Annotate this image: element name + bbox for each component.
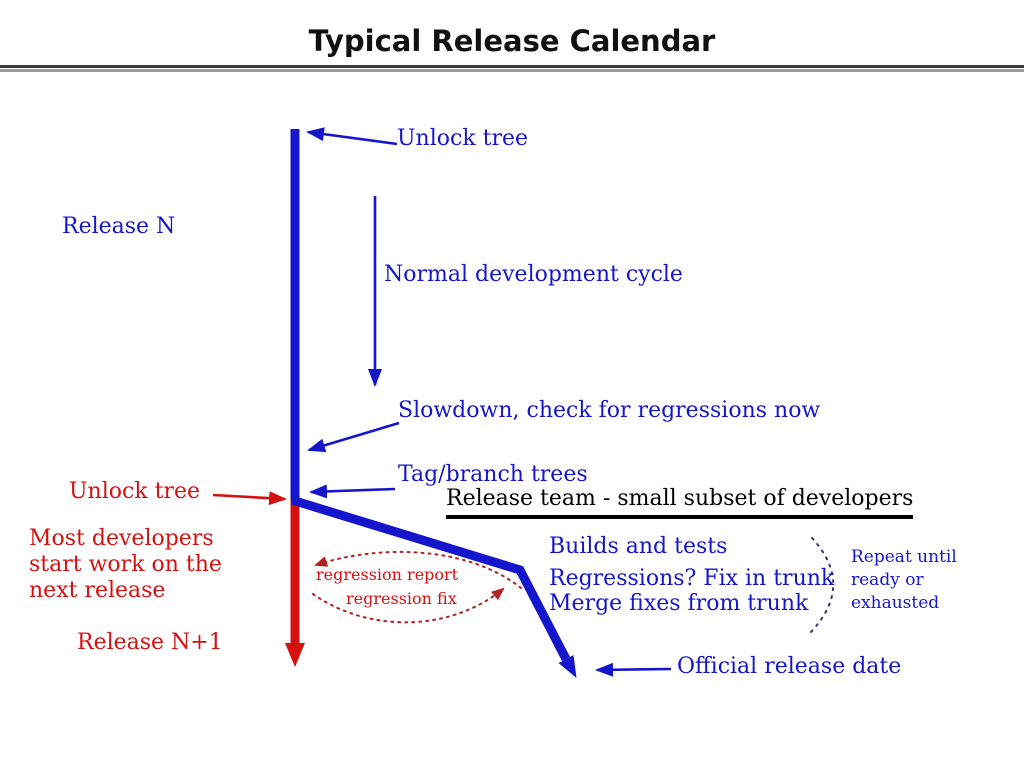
official-release-arrow [595,662,672,677]
label-regression-report: regression report [316,565,459,584]
title-divider [0,65,1024,72]
unlock-tree-top-arrow [306,127,398,146]
label-repeat-until-line-3: exhausted [851,593,940,613]
label-official-release-date: Official release date [677,654,902,679]
release-branch-arrowhead [558,655,577,678]
label-repeat-until-line-2: ready or [851,570,924,590]
release-branch-line [290,495,570,662]
regression-report-arc [314,550,522,589]
label-most-developers-line-1: Most developers [29,526,214,551]
label-unlock-tree-bottom: Unlock tree [69,479,201,504]
label-normal-dev-cycle: Normal development cycle [384,262,683,287]
slowdown-arrow [307,421,400,453]
label-slowdown: Slowdown, check for regressions now [398,398,821,423]
label-most-developers-line-2: start work on the [29,552,222,577]
label-unlock-tree-top: Unlock tree [397,126,529,151]
label-repeat-until-line-1: Repeat until [851,547,957,567]
label-most-developers: Most developers start work on the next r… [29,526,222,604]
label-regressions-fix: Regressions? Fix in trunk [549,566,835,591]
repeat-cycle-arc [808,537,835,635]
label-tag-branch: Tag/branch trees [398,462,588,487]
release-n1-arrowhead [285,643,305,667]
label-builds-and-tests: Builds and tests [549,534,728,559]
label-release-n-plus-1: Release N+1 [77,630,223,655]
label-repeat-until: Repeat until ready or exhausted [851,546,957,615]
label-release-team: Release team - small subset of developer… [446,486,914,519]
label-merge-fixes: Merge fixes from trunk [549,591,809,616]
unlock-tree-bottom-arrow [212,491,287,506]
label-most-developers-line-3: next release [29,578,166,603]
page-title: Typical Release Calendar [308,24,716,58]
label-regression-fix: regression fix [346,589,457,608]
label-release-n: Release N [62,214,176,239]
tag-branch-arrow [309,484,396,499]
